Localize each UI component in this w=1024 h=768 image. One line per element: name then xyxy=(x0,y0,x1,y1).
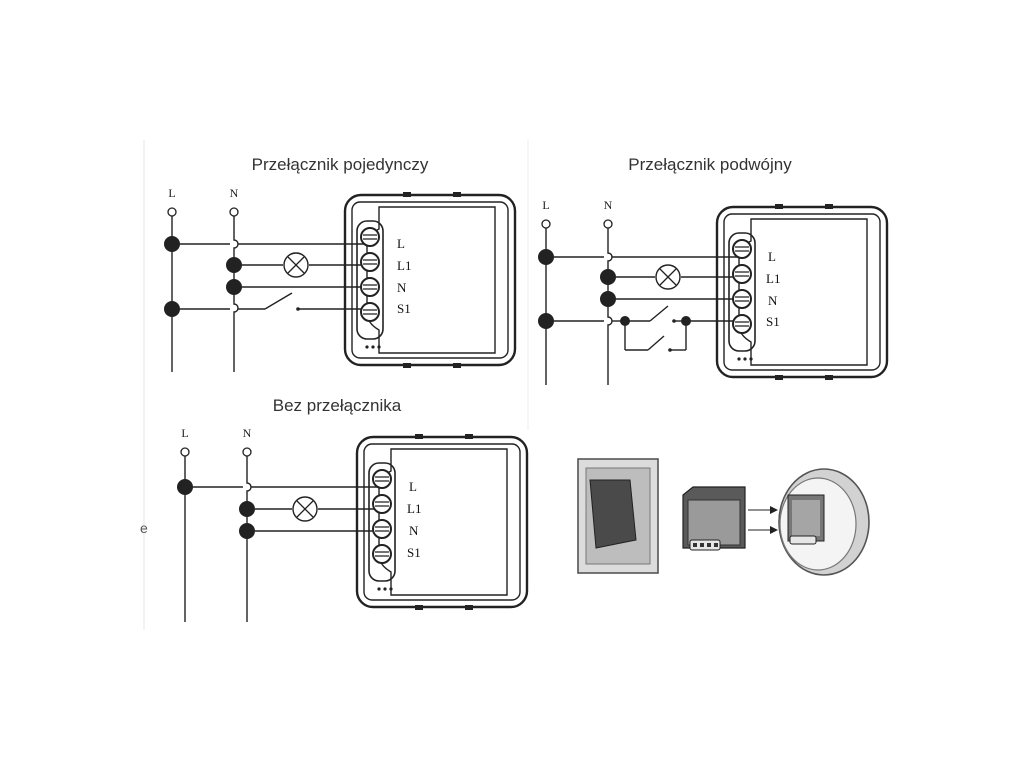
diagram-title-single: Przełącznik pojedynczy xyxy=(252,155,429,174)
terminal-s1: S1 xyxy=(397,301,411,316)
line-label-l: L xyxy=(181,426,188,440)
installation-illustration xyxy=(577,458,870,576)
wall-box-image xyxy=(778,468,870,576)
terminal-n: N xyxy=(397,280,407,295)
line-label-n: N xyxy=(604,198,613,212)
terminal-l: L xyxy=(397,236,405,251)
terminal-n: N xyxy=(409,523,419,538)
terminal-s1: S1 xyxy=(766,314,780,329)
terminal-l1: L1 xyxy=(407,501,421,516)
terminal-l1: L1 xyxy=(766,271,780,286)
terminal-l: L xyxy=(768,249,776,264)
diagram-title-double: Przełącznik podwójny xyxy=(628,155,792,174)
terminal-l: L xyxy=(409,479,417,494)
line-label-l: L xyxy=(542,198,549,212)
terminal-l1: L1 xyxy=(397,258,411,273)
line-label-l: L xyxy=(168,186,175,200)
diagram-single-switch: Przełącznik pojedynczy L N L L1 N S1 xyxy=(164,155,517,372)
line-label-n: N xyxy=(230,186,239,200)
diagram-double-switch: Przełącznik podwójny L N L L1 xyxy=(538,155,889,385)
terminal-n: N xyxy=(768,293,778,308)
wall-switch-image xyxy=(577,458,659,574)
diagram-title-none: Bez przełącznika xyxy=(273,396,402,415)
line-label-n: N xyxy=(243,426,252,440)
terminal-s1: S1 xyxy=(407,545,421,560)
diagram-no-switch: Bez przełącznika L N L L1 N S1 xyxy=(177,396,529,622)
edge-fragment: e xyxy=(140,520,148,536)
relay-module-image xyxy=(682,486,746,551)
